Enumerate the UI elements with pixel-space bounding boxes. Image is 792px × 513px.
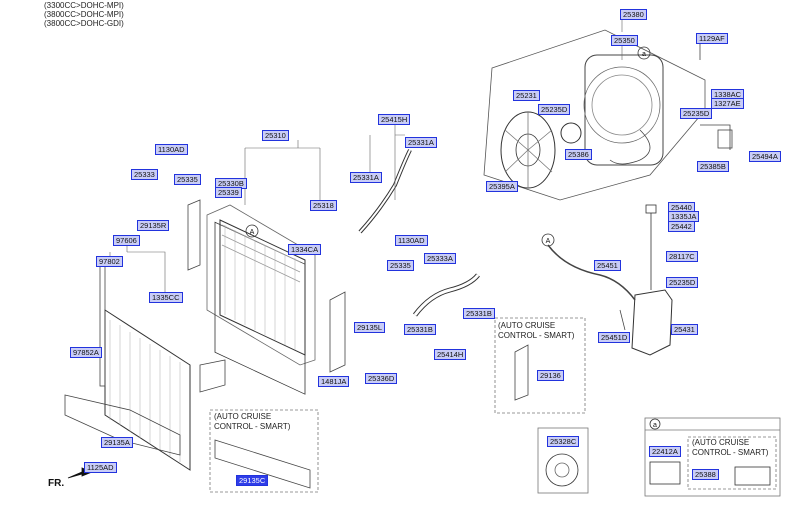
part-25339[interactable]: 25339 xyxy=(215,187,242,198)
engine-variant-3: (3800CC>DOHC-GDI) xyxy=(44,19,124,28)
air-guard-29135C xyxy=(214,439,311,489)
part-1130AD-2[interactable]: 1130AD xyxy=(395,235,428,246)
circle-a-3: a xyxy=(642,51,646,58)
radiator-cap xyxy=(545,453,579,487)
coolant-reservoir xyxy=(631,289,673,356)
part-25350[interactable]: 25350 xyxy=(611,35,638,46)
part-25451D[interactable]: 25451D xyxy=(598,332,631,343)
part-28117C[interactable]: 28117C xyxy=(666,251,698,262)
part-29135A[interactable]: 29135A xyxy=(101,437,133,448)
part-25395A[interactable]: 25395A xyxy=(486,181,518,192)
circle-a-4: a xyxy=(653,422,657,429)
bracket-right xyxy=(187,199,201,271)
part-25331B-2[interactable]: 25331B xyxy=(404,324,436,335)
bracket-29136 xyxy=(514,344,529,401)
auto-cruise-note-1: (AUTO CRUISE xyxy=(214,412,272,421)
bracket-left xyxy=(329,291,346,373)
part-25331B-1[interactable]: 25331B xyxy=(463,308,495,319)
circle-a-2: A xyxy=(546,238,551,245)
part-25328C[interactable]: 25328C xyxy=(547,436,580,447)
part-25310[interactable]: 25310 xyxy=(262,130,289,141)
part-25336D[interactable]: 25336D xyxy=(365,373,398,384)
part-25386[interactable]: 25386 xyxy=(565,149,592,160)
part-25415H[interactable]: 25415H xyxy=(378,114,411,125)
part-25414H[interactable]: 25414H xyxy=(434,349,467,360)
warning-label-2 xyxy=(734,466,771,486)
part-25335-1[interactable]: 25335 xyxy=(174,174,201,185)
part-25451[interactable]: 25451 xyxy=(594,260,621,271)
part-29135R[interactable]: 29135R xyxy=(137,220,170,231)
part-29136[interactable]: 29136 xyxy=(537,370,564,381)
part-25331A-1[interactable]: 25331A xyxy=(405,137,437,148)
upper-hose xyxy=(358,149,412,234)
part-25380[interactable]: 25380 xyxy=(620,9,647,20)
part-25335-2[interactable]: 25335 xyxy=(387,260,414,271)
part-1335CC[interactable]: 1335CC xyxy=(149,292,183,303)
engine-variant-2: (3800CC>DOHC-MPI) xyxy=(44,10,124,19)
part-29135C[interactable]: 29135C xyxy=(236,475,269,486)
part-1327AE[interactable]: 1327AE xyxy=(711,98,744,109)
part-1125AD[interactable]: 1125AD xyxy=(84,462,117,473)
part-25333[interactable]: 25333 xyxy=(131,169,158,180)
auto-cruise-note-3b: CONTROL - SMART) xyxy=(692,448,769,457)
air-guard-lower xyxy=(64,394,181,456)
part-25231[interactable]: 25231 xyxy=(513,90,540,101)
part-25388[interactable]: 25388 xyxy=(692,469,719,480)
part-1129AF[interactable]: 1129AF xyxy=(696,33,728,44)
part-25431[interactable]: 25431 xyxy=(671,324,698,335)
part-1130AD-1[interactable]: 1130AD xyxy=(155,144,188,155)
fan-shroud-ring xyxy=(583,66,661,144)
part-25235D-2[interactable]: 25235D xyxy=(680,108,713,119)
cap-box xyxy=(537,427,589,494)
auto-cruise-box-2 xyxy=(494,317,586,414)
part-1481JA[interactable]: 1481JA xyxy=(318,376,350,387)
auto-cruise-note-1b: CONTROL - SMART) xyxy=(214,422,291,431)
auto-cruise-note-3: (AUTO CRUISE xyxy=(692,438,750,447)
label-box xyxy=(644,417,781,497)
part-25235D-3[interactable]: 25235D xyxy=(666,277,699,288)
part-97606[interactable]: 97606 xyxy=(113,235,140,246)
part-1334CA[interactable]: 1334CA xyxy=(288,244,322,255)
circle-a-1: A xyxy=(250,229,255,236)
part-25331A-2[interactable]: 25331A xyxy=(350,172,382,183)
part-25235D-1[interactable]: 25235D xyxy=(538,104,571,115)
part-25333A[interactable]: 25333A xyxy=(424,253,456,264)
fan-shroud xyxy=(584,54,664,166)
part-25385B[interactable]: 25385B xyxy=(697,161,729,172)
engine-variant-1: (3300CC>DOHC-MPI) xyxy=(44,1,124,10)
overflow-hose xyxy=(547,244,636,301)
part-97852A[interactable]: 97852A xyxy=(70,347,102,358)
front-label: FR. xyxy=(48,478,65,489)
part-22412A[interactable]: 22412A xyxy=(649,446,681,457)
auto-cruise-note-2: (AUTO CRUISE xyxy=(498,321,556,330)
radiator-group-outline xyxy=(206,204,316,366)
part-25494A[interactable]: 25494A xyxy=(749,151,781,162)
part-97802[interactable]: 97802 xyxy=(96,256,123,267)
part-25318[interactable]: 25318 xyxy=(310,200,337,211)
part-29135L[interactable]: 29135L xyxy=(354,322,386,333)
fan-motor xyxy=(560,122,582,144)
auto-cruise-note-2b: CONTROL - SMART) xyxy=(498,331,575,340)
warning-label xyxy=(649,461,681,485)
part-25442[interactable]: 25442 xyxy=(668,221,695,232)
